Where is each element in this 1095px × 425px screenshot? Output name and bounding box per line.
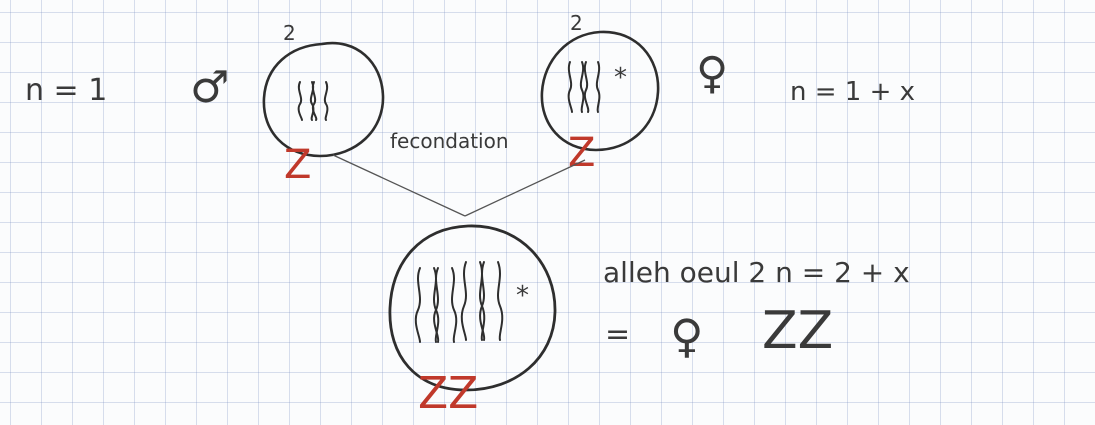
male-formula: n = 1	[25, 73, 107, 108]
female-formula: n = 1 + x	[790, 77, 915, 107]
male-gamete-cell: 2 Z	[262, 21, 385, 188]
male-cell-membrane	[262, 41, 385, 158]
result-genotype: ZZ	[762, 301, 833, 361]
male-symbol: ♂	[190, 62, 229, 113]
zygote-sex-chromosomes: ZZ	[418, 368, 478, 419]
zygote-cell: * ZZ	[388, 224, 557, 419]
female-chromosome	[567, 61, 601, 113]
zygote-chromosome-2	[460, 261, 504, 341]
female-gamete-cell: 2 * Z	[540, 11, 660, 176]
male-chromosome	[297, 81, 329, 121]
female-to-zygote-line	[464, 159, 586, 217]
female-cell-membrane	[540, 30, 660, 152]
result-equals: =	[605, 317, 630, 352]
male-sex-chromosome: Z	[284, 142, 311, 188]
result-line-1: alleh oeul 2 n = 2 + x	[603, 256, 910, 289]
male-count-label: 2	[283, 21, 296, 45]
zygote-chromosome-1	[414, 267, 458, 343]
male-to-zygote-line	[332, 154, 466, 217]
female-marker: *	[614, 63, 627, 93]
female-count-label: 2	[570, 11, 583, 35]
female-sex-chromosome: Z	[568, 130, 595, 176]
zygote-membrane	[388, 224, 557, 392]
female-symbol: ♀	[696, 48, 728, 99]
process-label: fecondation	[390, 129, 509, 153]
zygote-marker: *	[516, 281, 529, 311]
result-female-symbol: ♀	[670, 309, 704, 363]
